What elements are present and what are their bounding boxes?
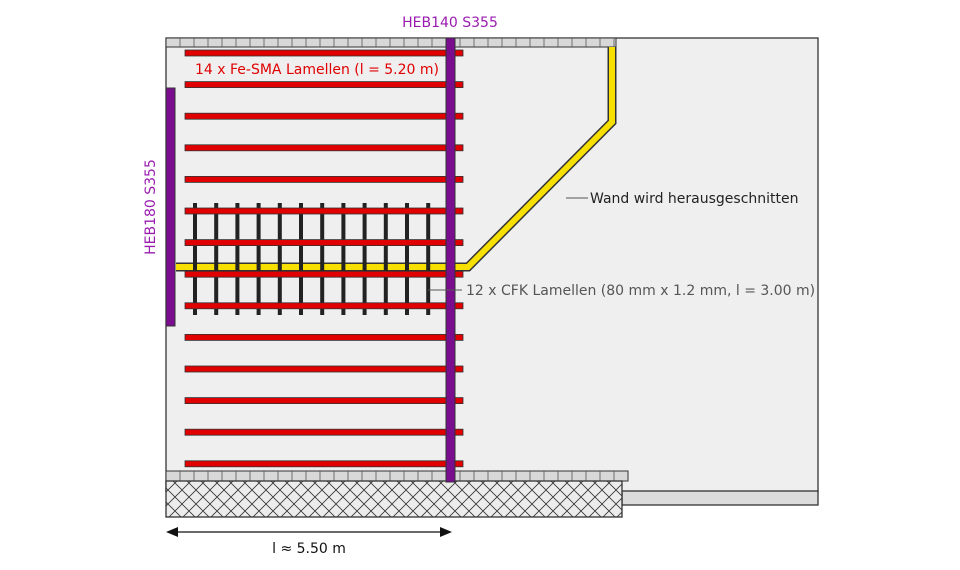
top-ledge xyxy=(165,37,617,48)
bottom-ledge xyxy=(165,470,629,482)
length-arrow-left xyxy=(166,527,178,537)
fe-sma-strip xyxy=(184,49,464,57)
cut-wall-label: Wand wird herausgeschnitten xyxy=(590,191,799,207)
cfk-strip xyxy=(214,203,219,315)
fe-sma-strip xyxy=(184,333,464,341)
length-label: l ≈ 5.50 m xyxy=(272,541,346,557)
length-arrow-right xyxy=(440,527,452,537)
fe-sma-strip xyxy=(184,175,464,183)
fe-sma-strip xyxy=(184,207,464,215)
fe-sma-strip xyxy=(184,144,464,152)
floor-slab xyxy=(621,490,819,506)
cfk-strip xyxy=(256,203,261,315)
cfk-label: 12 x CFK Lamellen (80 mm x 1.2 mm, l = 3… xyxy=(466,283,815,299)
fe-sma-strip xyxy=(184,81,464,88)
heb180-label: HEB180 S355 xyxy=(143,159,159,255)
cfk-strip xyxy=(277,203,282,315)
top-ledge-bricks xyxy=(179,38,615,47)
fe-sma-strips xyxy=(184,49,464,468)
heb140-profile xyxy=(445,37,456,483)
cfk-strip xyxy=(405,203,409,315)
cfk-strip xyxy=(299,203,303,315)
fe-sma-strip xyxy=(184,460,464,468)
cfk-strip xyxy=(383,203,388,315)
cfk-strip xyxy=(320,203,325,315)
foundation-hatch xyxy=(166,481,622,517)
fe-sma-strip xyxy=(184,428,464,436)
fe-sma-strip xyxy=(184,365,464,373)
fe-sma-strip xyxy=(184,112,464,120)
cfk-strip xyxy=(362,203,367,315)
cfk-strip xyxy=(341,203,346,315)
fe-sma-label: 14 x Fe-SMA Lamellen (l = 5.20 m) xyxy=(195,62,439,78)
fe-sma-strip xyxy=(184,302,464,310)
fe-sma-strip xyxy=(184,270,464,278)
cfk-strip xyxy=(193,203,197,315)
fe-sma-strip xyxy=(184,239,464,247)
fe-sma-strip xyxy=(184,397,464,405)
heb180-profile xyxy=(165,87,176,327)
cfk-strip xyxy=(235,203,240,315)
cfk-strips xyxy=(193,203,431,315)
heb140-label: HEB140 S355 xyxy=(402,15,498,31)
cfk-strip xyxy=(426,203,431,315)
